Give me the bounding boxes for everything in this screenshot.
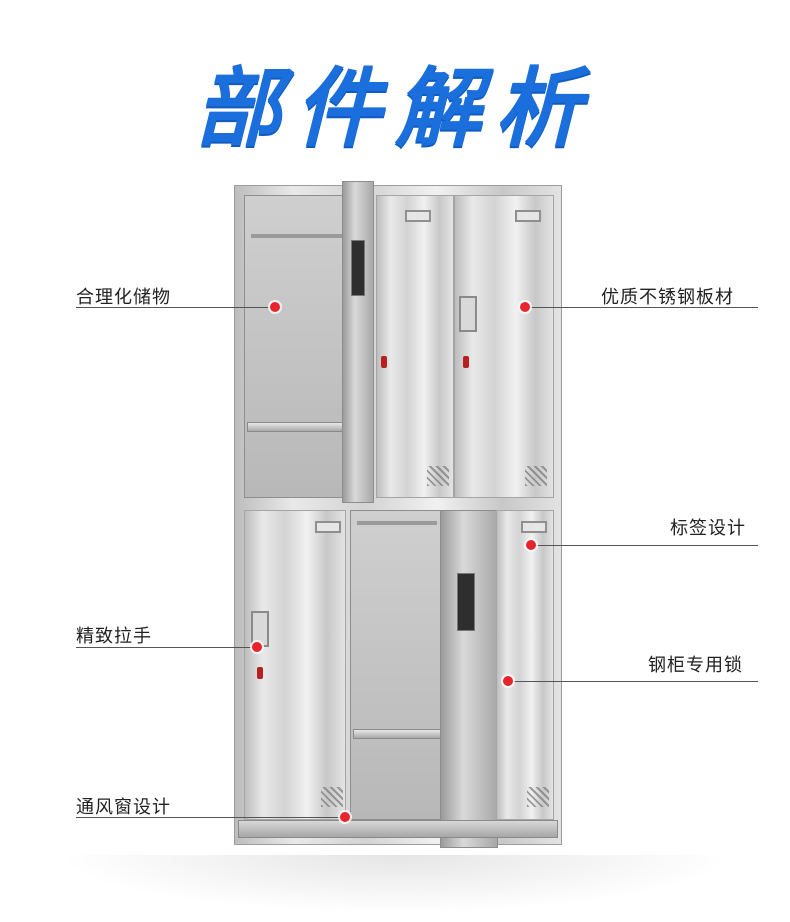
lock-icon: [381, 356, 387, 368]
door-window: [457, 573, 475, 631]
callout-material-label: 优质不锈钢板材: [601, 287, 734, 308]
open-door-top-left: [342, 181, 374, 503]
cabinet-base: [238, 820, 558, 838]
recessed-handle: [459, 296, 477, 332]
callout-storage-label: 合理化储物: [76, 287, 171, 308]
top-middle-door: [376, 195, 454, 498]
label-slot: [405, 210, 431, 222]
top-left-compartment-interior: [244, 195, 356, 498]
callout-lock-line: [510, 681, 758, 682]
vent-grille: [525, 466, 547, 486]
vent-grille: [427, 466, 449, 486]
hanging-rod: [251, 234, 349, 238]
callout-storage-line: [76, 307, 274, 308]
top-right-door: [454, 195, 554, 498]
callout-storage-marker: [270, 302, 280, 312]
callout-label-design-line: [534, 545, 758, 546]
bottom-left-door: [244, 510, 346, 820]
callout-material-line: [528, 307, 758, 308]
callout-material-marker: [520, 302, 530, 312]
callout-handle-line: [76, 647, 256, 648]
bottom-middle-compartment-interior: [350, 510, 442, 820]
floor-shadow: [0, 855, 790, 922]
label-slot: [315, 521, 341, 533]
section-title: 部件解析: [195, 58, 595, 159]
callout-vent-marker: [340, 812, 350, 822]
vent-grille: [527, 787, 549, 807]
label-slot: [521, 521, 547, 533]
hanging-rod: [357, 521, 437, 525]
callout-label-design-marker: [526, 540, 536, 550]
lock-icon: [257, 667, 263, 679]
callout-lock-label: 钢柜专用锁: [648, 655, 743, 676]
callout-lock-marker: [503, 676, 513, 686]
lock-icon: [463, 356, 469, 368]
shelf: [247, 422, 353, 432]
locker-cabinet-image: [234, 181, 562, 855]
callout-handle-marker: [252, 642, 262, 652]
door-window: [351, 240, 365, 296]
vent-grille: [321, 787, 343, 807]
label-slot: [515, 210, 541, 222]
shelf: [353, 729, 441, 739]
open-door-bottom-middle: [440, 510, 498, 848]
callout-label-design-label: 标签设计: [670, 518, 746, 539]
callout-vent-label: 通风窗设计: [76, 797, 171, 818]
callout-handle-label: 精致拉手: [76, 626, 152, 647]
callout-vent-line: [76, 817, 344, 818]
bottom-right-door: [496, 510, 554, 820]
